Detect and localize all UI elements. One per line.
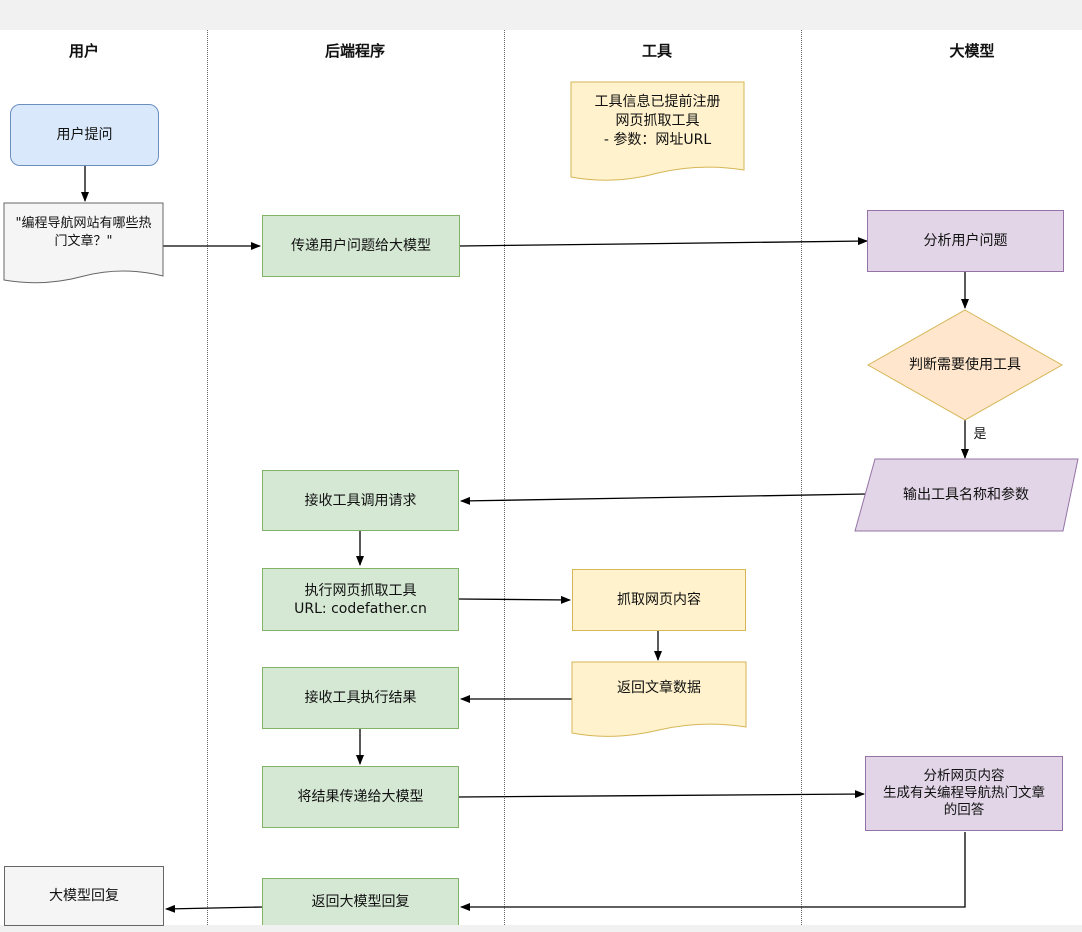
lane-divider [504, 30, 505, 925]
receive-result-node: 接收工具执行结果 [262, 667, 459, 729]
lane-divider [207, 30, 208, 925]
column-title-user: 用户 [68, 42, 100, 60]
fetch-page-node: 抓取网页内容 [572, 569, 746, 631]
question-text-label: "编程导航网站有哪些热 门文章？" [15, 216, 152, 249]
decide-tool-diamond [866, 309, 1064, 421]
connector-arrow [458, 790, 865, 799]
return-data-label: 返回文章数据 [617, 680, 701, 696]
output-tool-call-label: 输出工具名称和参数 [903, 487, 1029, 503]
receive-tool-call-node: 接收工具调用请求 [262, 470, 459, 531]
connector-arrow [460, 493, 867, 505]
decide-tool-label: 判断需要使用工具 [909, 357, 1021, 373]
execute-tool-node: 执行网页抓取工具 URL: codefather.cn [262, 568, 459, 631]
column-title-llm: 大模型 [949, 42, 995, 60]
user-question-node: 用户提问 [10, 104, 159, 166]
pass-question-node: 传递用户问题给大模型 [262, 215, 460, 277]
output-tool-call-shape [854, 458, 1079, 532]
question-text-shape [3, 202, 164, 284]
connector-layer [81, 166, 969, 913]
connector-arrow [165, 904, 263, 913]
connector-arrow [458, 595, 571, 604]
tool-registered-label: 工具信息已提前注册 网页抓取工具 - 参数：网址URL [594, 93, 721, 148]
analyze-page-node: 分析网页内容 生成有关编程导航热门文章 的回答 [865, 756, 1063, 831]
lane-divider [801, 30, 802, 925]
column-title-backend: 后端程序 [324, 42, 386, 60]
pass-result-node: 将结果传递给大模型 [262, 766, 459, 828]
yes-branch-label: 是 [973, 427, 987, 442]
analyze-question-node: 分析用户问题 [867, 210, 1064, 272]
return-data-shape [571, 661, 747, 737]
return-reply-node: 返回大模型回复 [262, 878, 459, 925]
llm-reply-node: 大模型回复 [4, 866, 164, 926]
flowchart-canvas: 用户 后端程序 工具 大模型 用户提问 [0, 30, 1082, 926]
tool-registered-shape [570, 81, 745, 181]
connector-arrow [459, 237, 868, 247]
connector-arrow [460, 832, 966, 911]
column-title-tool: 工具 [641, 42, 673, 60]
